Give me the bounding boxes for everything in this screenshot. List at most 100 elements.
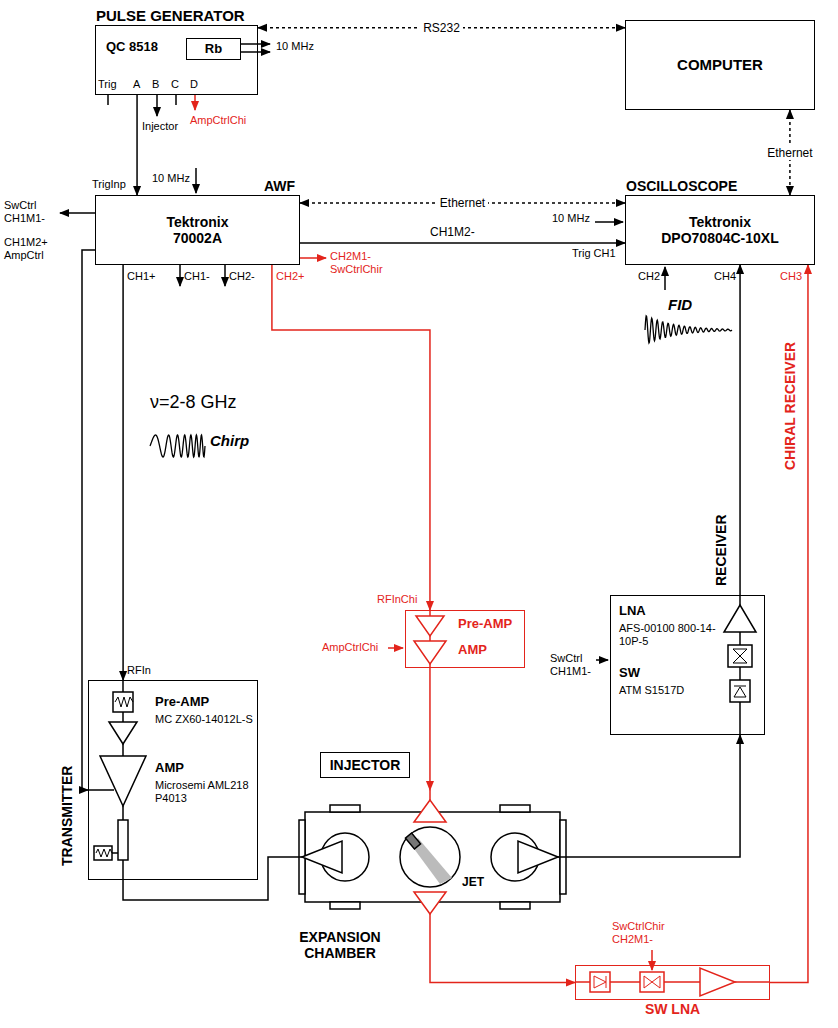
edge-label: RS232 <box>420 21 463 35</box>
signal-label: 10 MHz <box>152 172 190 185</box>
signal-label: AmpCtrlChi <box>190 114 246 127</box>
transmitter-symbols <box>109 722 137 744</box>
signal-label: Chirp <box>210 432 249 449</box>
transmitter-symbols <box>96 849 112 857</box>
signal-label: 10 MHz <box>552 212 590 225</box>
transmitter-symbols <box>94 846 112 860</box>
signal-label: SwCtrl CH1M1- <box>4 199 56 224</box>
chiral-control-stubs <box>300 257 326 259</box>
signal-label: CH2+ <box>276 270 304 283</box>
reference-outputs <box>60 44 665 660</box>
signal-line <box>739 265 741 595</box>
signal-label: SwCtrlChir CH2M1- <box>612 920 674 945</box>
transmitter-symbols <box>100 756 146 806</box>
signal-label: B <box>152 78 159 91</box>
transmitter-symbols <box>115 697 133 707</box>
node-text: AMP <box>458 643 487 658</box>
reference-outputs <box>107 95 109 105</box>
signal-label: FID <box>668 296 692 313</box>
node-text: JET <box>462 876 484 890</box>
signal-label: CH2M1- SwCtrlChir <box>330 250 392 275</box>
signal-line <box>272 265 430 610</box>
reference-outputs <box>664 267 666 290</box>
signal-label: CHIRAL RECEIVER <box>782 342 798 470</box>
node-heading: OSCILLOSCOPE <box>626 178 737 194</box>
reference-outputs <box>595 221 623 223</box>
signal-label: CH1M2- <box>430 226 475 240</box>
chiral-amplifier-symbols <box>416 616 444 636</box>
chiral-control-stubs <box>651 950 653 970</box>
reference-outputs <box>240 51 270 53</box>
signal-label: ν=2-8 GHz <box>150 392 237 413</box>
signal-label: CH2- <box>229 270 255 283</box>
sw-lna-symbols <box>644 976 660 988</box>
signal-label: CH1+ <box>127 270 155 283</box>
transmitter-symbols <box>113 692 133 712</box>
signal-label: D <box>190 78 198 91</box>
transmitter-symbols <box>118 820 128 860</box>
node-heading: SW LNA <box>576 1001 769 1017</box>
sw-lna-symbols <box>594 976 606 988</box>
device-box: Pre-AMPAMP <box>405 610 525 668</box>
chirp-waveform <box>150 435 205 457</box>
node-text: AMP <box>155 761 184 776</box>
node-text: COMPUTER <box>626 56 814 73</box>
signal-line <box>122 265 124 680</box>
signal-label: RFInChi <box>377 593 417 606</box>
signal-label: 10 MHz <box>276 40 314 53</box>
expansion-chamber-drawing <box>330 902 360 909</box>
transmitter-symbols <box>88 680 146 880</box>
reference-outputs <box>60 212 95 214</box>
signal-label: A <box>133 78 140 91</box>
chiral-amplifier-symbols <box>414 610 446 668</box>
signal-label: AmpCtrlChi <box>322 641 378 654</box>
node-heading: AWF <box>264 178 295 194</box>
node-text: Pre-AMP <box>155 695 209 710</box>
sw-lna-symbols <box>640 972 664 992</box>
chiral-horns <box>414 800 446 822</box>
expansion-chamber-drawing <box>405 833 420 849</box>
reference-outputs <box>195 168 197 193</box>
signal-label: CH1M2+ AmpCtrl <box>4 236 56 261</box>
expansion-chamber-drawing <box>302 841 342 873</box>
expansion-chamber-drawing <box>500 902 530 909</box>
sw-lna-symbols <box>575 968 770 996</box>
device-box: COMPUTER <box>625 20 815 110</box>
device-box: RECEIVERLNAAFS-00100 800-14-10P-5SWATM S… <box>610 595 765 735</box>
device-box: SW LNA <box>575 965 770 1000</box>
node-text: MC ZX60-14012L-S <box>155 713 253 726</box>
signal-line <box>136 95 138 195</box>
node-text: Tektronix DPO70804C-10XL <box>651 214 789 246</box>
sw-lna-symbols <box>590 972 610 992</box>
expansion-chamber-drawing <box>330 805 360 812</box>
fid-waveform <box>645 316 732 343</box>
reference-outputs <box>175 95 177 105</box>
expansion-chamber-drawing <box>400 827 460 887</box>
edge-label: Ethernet <box>437 196 488 210</box>
node-text: AFS-00100 800-14-10P-5 <box>619 622 717 647</box>
node-text: QC 8518 <box>106 40 158 55</box>
node-text: Rb <box>187 42 240 57</box>
signal-label: TrigInp <box>92 178 126 191</box>
node-text: LNA <box>619 604 646 619</box>
expansion-chamber-drawing <box>305 812 560 902</box>
device-box: INJECTOR <box>320 752 410 778</box>
node-text: Tektronix 70002A <box>146 214 249 246</box>
reference-outputs <box>596 659 608 661</box>
node-text: SW <box>619 666 640 681</box>
edge-label: Ethernet <box>764 146 815 160</box>
receiver-symbols <box>728 645 752 667</box>
device-box: OSCILLOSCOPETektronix DPO70804C-10XL <box>625 195 815 265</box>
receiver-symbols <box>733 649 747 663</box>
node-heading: TRANSMITTER <box>59 766 75 866</box>
reference-outputs <box>179 265 181 286</box>
signal-label: CH1- <box>184 270 210 283</box>
signal-label: Trig CH1 <box>572 247 616 260</box>
signal-label: CH3 <box>780 270 802 283</box>
signal-label: RFIn <box>127 664 151 677</box>
signal-label: CH2 <box>638 270 660 283</box>
